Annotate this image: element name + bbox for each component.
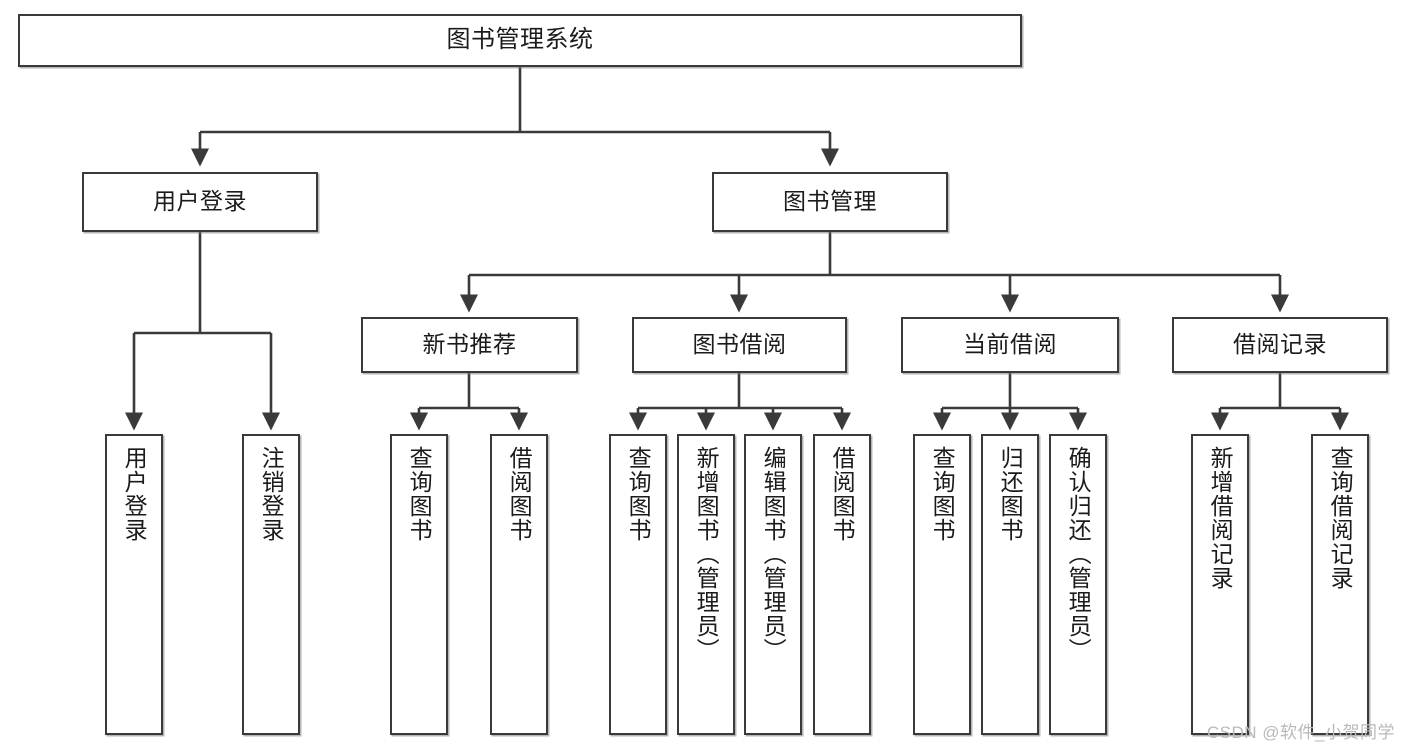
node-root[interactable]: 图书管理系统 (18, 14, 1022, 67)
node-leaf-query-record-label: 查询借阅记录 (1327, 446, 1354, 590)
csdn-watermark: CSDN @软件_小贺同学 (1206, 723, 1395, 742)
node-user-login[interactable]: 用户登录 (82, 172, 318, 232)
node-book-manage[interactable]: 图书管理 (712, 172, 948, 232)
node-leaf-query-book-2-label: 查询图书 (625, 446, 652, 542)
node-leaf-user-login-label: 用户登录 (121, 446, 148, 542)
node-leaf-query-book-1[interactable]: 查询图书 (390, 434, 448, 735)
node-leaf-query-book-1-label: 查询图书 (406, 446, 433, 542)
node-leaf-borrow-book-2[interactable]: 借阅图书 (813, 434, 871, 735)
node-book-manage-label: 图书管理 (783, 188, 877, 215)
node-leaf-add-record-label: 新增借阅记录 (1207, 446, 1234, 590)
node-leaf-add-record[interactable]: 新增借阅记录 (1191, 434, 1249, 735)
node-new-book-rec-label: 新书推荐 (422, 331, 517, 358)
node-borrow-record[interactable]: 借阅记录 (1172, 317, 1388, 373)
node-leaf-query-book-3-label: 查询图书 (929, 446, 956, 542)
node-root-label: 图书管理系统 (446, 26, 594, 54)
node-leaf-user-login[interactable]: 用户登录 (105, 434, 163, 735)
node-new-book-rec[interactable]: 新书推荐 (361, 317, 578, 373)
node-leaf-confirm-return[interactable]: 确认归还（管理员） (1049, 434, 1107, 735)
node-leaf-return-book-label: 归还图书 (997, 446, 1024, 542)
node-leaf-edit-book-label: 编辑图书（管理员） (760, 446, 787, 662)
node-leaf-return-book[interactable]: 归还图书 (981, 434, 1039, 735)
node-book-borrow[interactable]: 图书借阅 (632, 317, 847, 373)
node-book-borrow-label: 图书借阅 (692, 331, 787, 358)
node-leaf-query-book-2[interactable]: 查询图书 (609, 434, 667, 735)
node-leaf-borrow-book-2-label: 借阅图书 (829, 446, 856, 542)
node-leaf-borrow-book-1[interactable]: 借阅图书 (490, 434, 548, 735)
node-user-login-label: 用户登录 (153, 188, 247, 215)
node-leaf-add-book-label: 新增图书（管理员） (693, 446, 720, 662)
node-leaf-edit-book[interactable]: 编辑图书（管理员） (744, 434, 802, 735)
node-leaf-logout[interactable]: 注销登录 (242, 434, 300, 735)
node-leaf-query-book-3[interactable]: 查询图书 (913, 434, 971, 735)
node-borrow-record-label: 借阅记录 (1233, 331, 1327, 358)
node-leaf-confirm-return-label: 确认归还（管理员） (1065, 446, 1092, 662)
node-leaf-add-book[interactable]: 新增图书（管理员） (677, 434, 735, 735)
node-current-borrow[interactable]: 当前借阅 (901, 317, 1119, 373)
node-leaf-query-record[interactable]: 查询借阅记录 (1311, 434, 1369, 735)
node-leaf-logout-label: 注销登录 (258, 446, 285, 542)
node-leaf-borrow-book-1-label: 借阅图书 (506, 446, 533, 542)
node-current-borrow-label: 当前借阅 (963, 331, 1057, 358)
